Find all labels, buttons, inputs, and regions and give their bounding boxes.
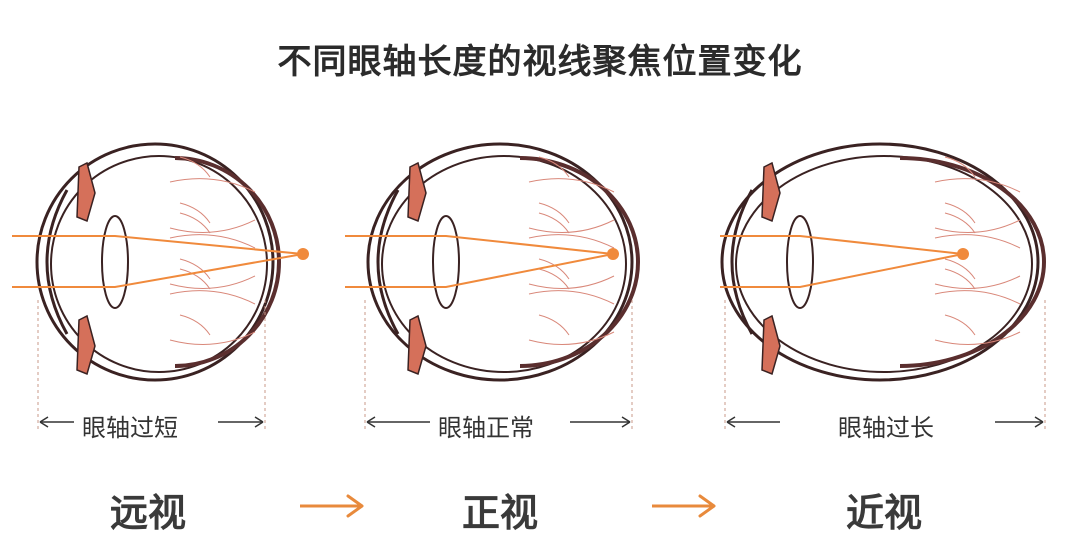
cornea-normal <box>376 189 400 335</box>
lens-long <box>786 215 814 309</box>
axis-arrowhead-left-normal <box>366 416 376 428</box>
retina-normal <box>519 156 640 368</box>
transition-arrowhead-1 <box>346 494 364 518</box>
blood-vessel-short <box>169 314 256 345</box>
eyeball-outline-long <box>720 142 1040 382</box>
choroid-outline-normal <box>381 155 627 373</box>
condition-hyperopia: 远视 <box>110 491 187 535</box>
eyeball-outline-normal <box>366 142 634 382</box>
blood-vessel-short <box>169 202 256 233</box>
axis-arrowhead-left-short <box>39 416 49 428</box>
choroid-outline-short <box>50 155 268 373</box>
blood-vessel-short <box>169 258 256 289</box>
blood-vessel-long <box>934 202 1021 233</box>
lens-short <box>101 215 129 309</box>
axis-label-long: 眼轴过长 <box>834 408 938 443</box>
blood-vessel-normal <box>528 156 615 193</box>
light-ray-top-long <box>720 235 964 255</box>
cornea-short <box>45 189 69 335</box>
iris-bottom-short <box>76 314 96 376</box>
axis-arrowhead-right-normal <box>621 416 631 428</box>
iris-top-long <box>761 161 781 223</box>
choroid-outline-long <box>735 155 1033 373</box>
axis-arrowhead-right-short <box>254 416 264 428</box>
light-ray-bottom-long <box>720 253 964 288</box>
axis-arrowhead-right-long <box>1034 416 1044 428</box>
light-ray-bottom-normal <box>345 253 614 288</box>
eyeball-outline-short <box>35 142 275 382</box>
blood-vessel-normal <box>528 212 615 249</box>
light-ray-bottom-short <box>12 253 304 288</box>
axis-label-normal: 眼轴正常 <box>434 408 538 443</box>
blood-vessel-short <box>169 212 256 249</box>
blood-vessel-long <box>934 156 1021 193</box>
blood-vessel-normal <box>528 314 615 345</box>
blood-vessel-normal <box>528 268 615 305</box>
focus-point-long <box>957 248 969 260</box>
lens-normal <box>432 215 460 309</box>
blood-vessel-long <box>934 314 1021 345</box>
condition-myopia: 近视 <box>846 491 923 535</box>
iris-top-short <box>76 161 96 223</box>
page-title: 不同眼轴长度的视线聚焦位置变化 <box>277 42 803 82</box>
blood-vessel-normal <box>528 202 615 233</box>
condition-emmetropia: 正视 <box>462 491 539 535</box>
axis-label-short: 眼轴过短 <box>78 408 182 443</box>
blood-vessel-long <box>934 258 1021 289</box>
blood-vessel-long <box>934 212 1021 249</box>
retina-long <box>899 156 1046 368</box>
focus-point-normal <box>607 248 619 260</box>
blood-vessel-short <box>169 268 256 305</box>
iris-bottom-long <box>761 314 781 376</box>
axis-arrowhead-left-long <box>726 416 736 428</box>
blood-vessel-short <box>169 156 256 193</box>
iris-bottom-normal <box>407 314 427 376</box>
blood-vessel-normal <box>528 258 615 289</box>
light-ray-top-short <box>12 235 304 255</box>
light-ray-top-normal <box>345 235 614 255</box>
iris-top-normal <box>407 161 427 223</box>
cornea-long <box>730 189 754 335</box>
transition-arrowhead-2 <box>698 494 716 518</box>
focus-point-short <box>297 248 309 260</box>
blood-vessel-long <box>934 268 1021 305</box>
retina-short <box>174 156 281 368</box>
